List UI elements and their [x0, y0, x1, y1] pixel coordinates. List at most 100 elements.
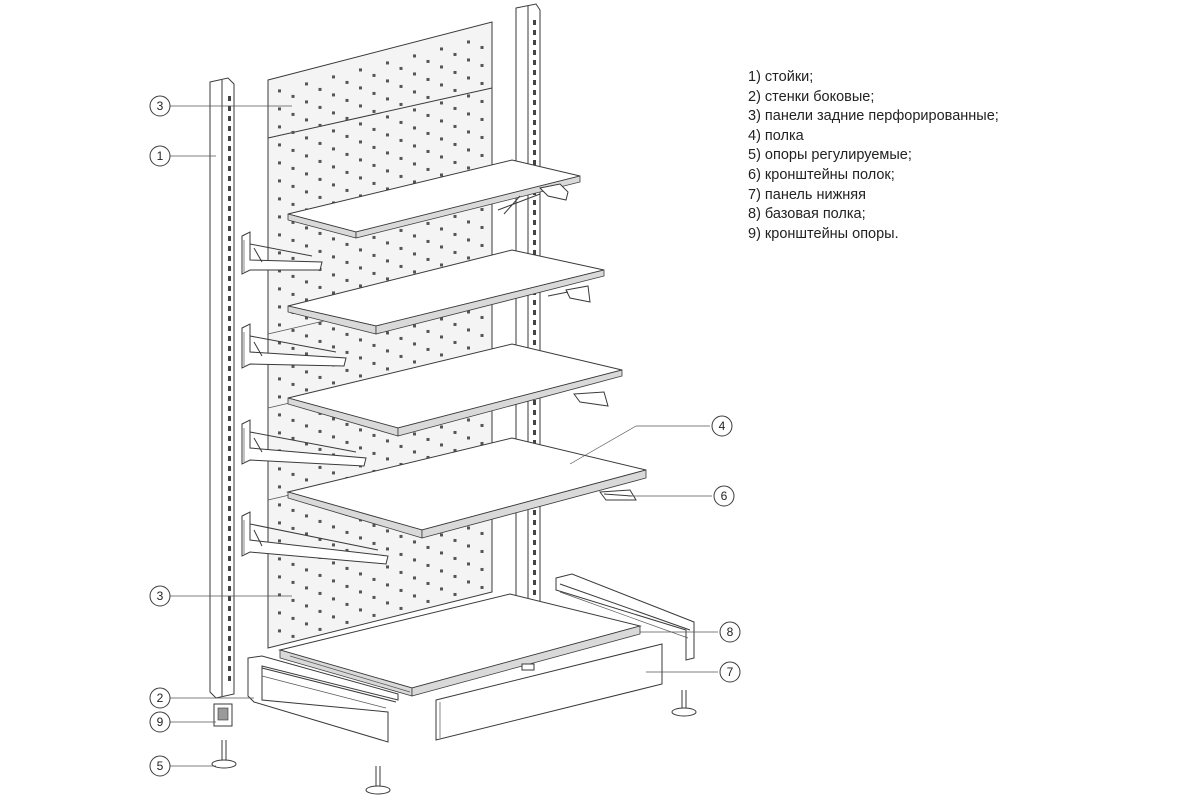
- perforation-hole: [345, 620, 349, 624]
- upright-slot: [533, 110, 536, 115]
- upright-slot: [228, 656, 231, 661]
- perforation-hole: [386, 187, 389, 191]
- perforation-hole: [453, 214, 457, 218]
- perforation-hole: [467, 112, 470, 116]
- upright-slot: [228, 616, 231, 621]
- callout-9: 9: [149, 711, 171, 733]
- perforation-hole: [426, 329, 430, 333]
- perforation-hole: [359, 158, 362, 162]
- upright-slot: [228, 566, 231, 571]
- upright-slot: [533, 330, 536, 335]
- perforation-hole: [278, 611, 281, 615]
- perforation-hole: [305, 280, 308, 284]
- perforation-hole: [386, 133, 389, 137]
- perforation-hole: [467, 544, 470, 548]
- perforation-hole: [278, 575, 281, 579]
- upright-slot: [533, 60, 536, 65]
- perforation-hole: [359, 68, 362, 72]
- upright-slot: [228, 96, 231, 101]
- adjustable-foot-center: [365, 766, 391, 795]
- perforation-hole: [372, 91, 376, 95]
- upright-slot: [533, 250, 536, 255]
- perforation-hole: [453, 556, 457, 560]
- perforation-hole: [480, 45, 484, 49]
- upright-slot: [228, 206, 231, 211]
- perforation-hole: [386, 97, 389, 101]
- perforation-hole: [291, 598, 295, 602]
- perforation-hole: [291, 580, 295, 584]
- perforation-hole: [291, 436, 295, 440]
- perforation-hole: [278, 197, 281, 201]
- perforation-hole: [440, 533, 443, 537]
- upright-slot: [533, 430, 536, 435]
- perforation-hole: [386, 151, 389, 155]
- perforation-hole: [372, 253, 376, 257]
- upright-slot: [228, 336, 231, 341]
- shelf-1-bracket-right: [497, 183, 569, 215]
- perforation-hole: [467, 40, 470, 44]
- upright-slot: [533, 540, 536, 545]
- perforation-hole: [318, 123, 322, 127]
- perforation-hole: [372, 181, 376, 185]
- perforation-hole: [359, 266, 362, 270]
- perforation-hole: [345, 530, 349, 534]
- perforation-hole: [480, 315, 484, 319]
- perforation-hole: [413, 576, 416, 580]
- perforation-hole: [440, 263, 443, 267]
- upright-slot: [533, 310, 536, 315]
- upright-slot: [533, 550, 536, 555]
- upright-slot: [228, 176, 231, 181]
- perforation-hole: [372, 343, 376, 347]
- perforation-hole: [399, 552, 403, 556]
- perforation-hole: [440, 551, 443, 555]
- upright-slot: [228, 396, 231, 401]
- perforation-hole: [345, 80, 349, 84]
- perforation-hole: [345, 242, 349, 246]
- perforation-hole: [278, 413, 281, 417]
- shelves: [286, 159, 647, 539]
- upright-slot: [533, 410, 536, 415]
- upright-slot: [533, 340, 536, 345]
- perforation-hole: [345, 260, 349, 264]
- perforation-hole: [480, 63, 484, 67]
- upright-slot: [228, 246, 231, 251]
- upright-slot: [228, 436, 231, 441]
- upright-slot: [228, 166, 231, 171]
- perforation-hole: [359, 536, 362, 540]
- upright-slot: [228, 666, 231, 671]
- upright-slot: [228, 426, 231, 431]
- legend-item: 5) опоры регулируемые;: [748, 147, 912, 164]
- perforation-hole: [480, 423, 484, 427]
- perforation-hole: [345, 440, 349, 444]
- upright-slot: [228, 116, 231, 121]
- base-shelf: [278, 593, 642, 697]
- perforation-hole: [386, 61, 389, 65]
- upright-slot: [533, 120, 536, 125]
- perforation-hole: [332, 273, 335, 277]
- perforation-hole: [291, 94, 295, 98]
- perforation-hole: [332, 255, 335, 259]
- bracket-2: [241, 323, 347, 369]
- perforation-hole: [453, 232, 457, 236]
- perforation-hole: [399, 354, 403, 358]
- perforation-hole: [480, 567, 484, 571]
- perforation-hole: [318, 573, 322, 577]
- perforation-hole: [386, 277, 389, 281]
- perforation-hole: [359, 86, 362, 90]
- shelf-3: [287, 343, 623, 437]
- perforation-hole: [372, 361, 376, 365]
- upright-slot: [228, 126, 231, 131]
- perforation-hole: [345, 350, 349, 354]
- upright-slot: [228, 236, 231, 241]
- perforation-hole: [278, 431, 281, 435]
- perforation-hole: [413, 594, 416, 598]
- perforation-hole: [453, 322, 457, 326]
- perforation-hole: [467, 436, 470, 440]
- perforation-hole: [386, 331, 389, 335]
- perforation-hole: [318, 141, 322, 145]
- perforation-hole: [372, 595, 376, 599]
- perforation-hole: [305, 478, 308, 482]
- bracket-4: [241, 511, 389, 565]
- perforation-hole: [426, 77, 430, 81]
